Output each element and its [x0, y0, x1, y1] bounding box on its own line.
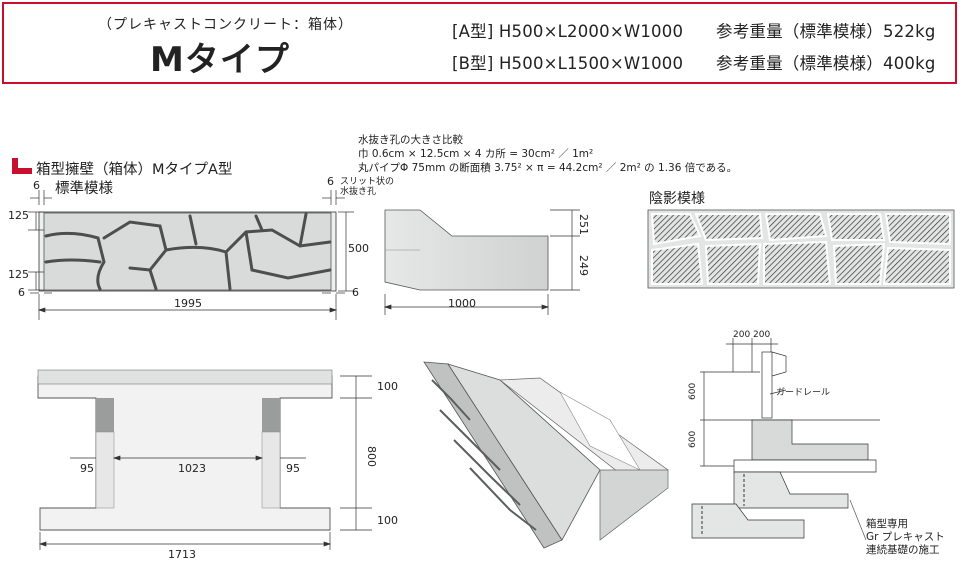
- dim-plan-top-100: 100: [377, 380, 398, 393]
- slit-note: スリット状の 水抜き孔: [340, 177, 394, 197]
- dim-bottom-right-gap: 6: [352, 286, 359, 299]
- section-marker-icon: [12, 158, 32, 174]
- install-note-line2: Gr プレキャスト: [866, 531, 945, 543]
- water-note-title: 水抜き孔の大きさ比較: [358, 134, 463, 146]
- dim-bottom-125: 125: [8, 268, 29, 281]
- dim-height-500: 500: [348, 242, 369, 255]
- spec-size-b: [B型] H500×L1500×W1000: [452, 54, 684, 73]
- dim-install-200a: 200: [733, 330, 751, 340]
- header-frame: [2, 2, 957, 84]
- water-note-line1: 巾 0.6cm × 12.5cm × 4 カ所 = 30cm² ／ 1m²: [358, 148, 594, 160]
- install-note: 箱型専用 Gr プレキャスト 連続基礎の施工: [866, 518, 945, 557]
- spec-weight-b: 参考重量（標準模様）400kg: [716, 54, 936, 73]
- header-subtitle: （プレキャストコンクリート：箱体）: [98, 17, 353, 33]
- front-section-title: 箱型擁壁（箱体）MタイプA型: [36, 162, 233, 178]
- dim-side-width-1000: 1000: [448, 297, 476, 310]
- dim-plan-1023: 1023: [178, 462, 206, 475]
- dim-length-1995: 1995: [174, 297, 202, 310]
- header-title: Mタイプ: [150, 40, 290, 80]
- dim-left-gap: 6: [33, 179, 40, 192]
- dim-install-200b: 200: [753, 330, 771, 340]
- dim-right-gap: 6: [327, 175, 334, 188]
- install-note-line3: 連続基礎の施工: [866, 544, 940, 556]
- spec-row-a: [A型] H500×L2000×W1000 参考重量（標準模様）522kg: [452, 18, 936, 42]
- slit-note-line2: 水抜き孔: [340, 187, 377, 197]
- spec-weight-a: 参考重量（標準模様）522kg: [716, 22, 936, 41]
- water-note-line2: 丸パイプΦ 75mm の断面積 3.75² × π = 44.2cm² ／ 2m…: [358, 162, 738, 174]
- dim-plan-right-95: 95: [286, 462, 300, 475]
- dim-top-125: 125: [8, 209, 29, 222]
- dim-install-600a: 600: [688, 382, 698, 400]
- dim-plan-bottom-100: 100: [377, 514, 398, 527]
- dim-plan-1713: 1713: [168, 548, 196, 561]
- dim-install-600b: 600: [688, 430, 698, 448]
- guardrail-label: ガードレール: [776, 388, 831, 398]
- slit-note-line1: スリット状の: [340, 177, 395, 187]
- spec-row-b: [B型] H500×L1500×W1000 参考重量（標準模様）400kg: [452, 50, 936, 74]
- dim-bottom-left-gap: 6: [18, 286, 25, 299]
- shadow-pattern-label: 陰影模様: [649, 191, 705, 207]
- spec-size-a: [A型] H500×L2000×W1000: [452, 22, 684, 41]
- install-note-line1: 箱型専用: [866, 518, 908, 530]
- dim-plan-left-95: 95: [80, 462, 94, 475]
- pattern-label: 標準模様: [55, 181, 113, 197]
